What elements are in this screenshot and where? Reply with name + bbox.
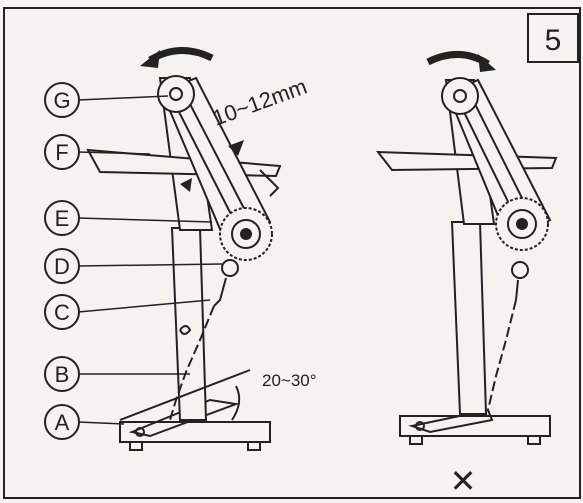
callout-C: C [44,294,211,330]
angle-label: 20~30° [262,371,317,390]
step-number: 5 [545,24,562,57]
step-number-box: 5 [527,13,579,63]
svg-text:E: E [55,206,70,231]
svg-text:G: G [53,88,70,113]
callout-B: B [44,356,190,392]
svg-text:C: C [54,300,70,325]
svg-text:F: F [55,140,68,165]
figure-frame [3,7,581,499]
svg-text:B: B [55,362,70,387]
callout-F: F [44,134,151,170]
callout-A: A [44,404,125,440]
callouts: G F E D C B A [44,82,223,440]
callout-D: D [44,248,223,284]
incorrect-x-mark: ✕ [450,463,477,499]
callout-G: G [44,82,169,118]
svg-text:D: D [54,254,70,279]
belt-tension-label: 10~12mm [209,74,310,131]
callout-E: E [44,200,213,236]
left-machine-correct [86,46,282,451]
svg-text:A: A [55,410,70,435]
right-machine-incorrect [375,50,558,445]
